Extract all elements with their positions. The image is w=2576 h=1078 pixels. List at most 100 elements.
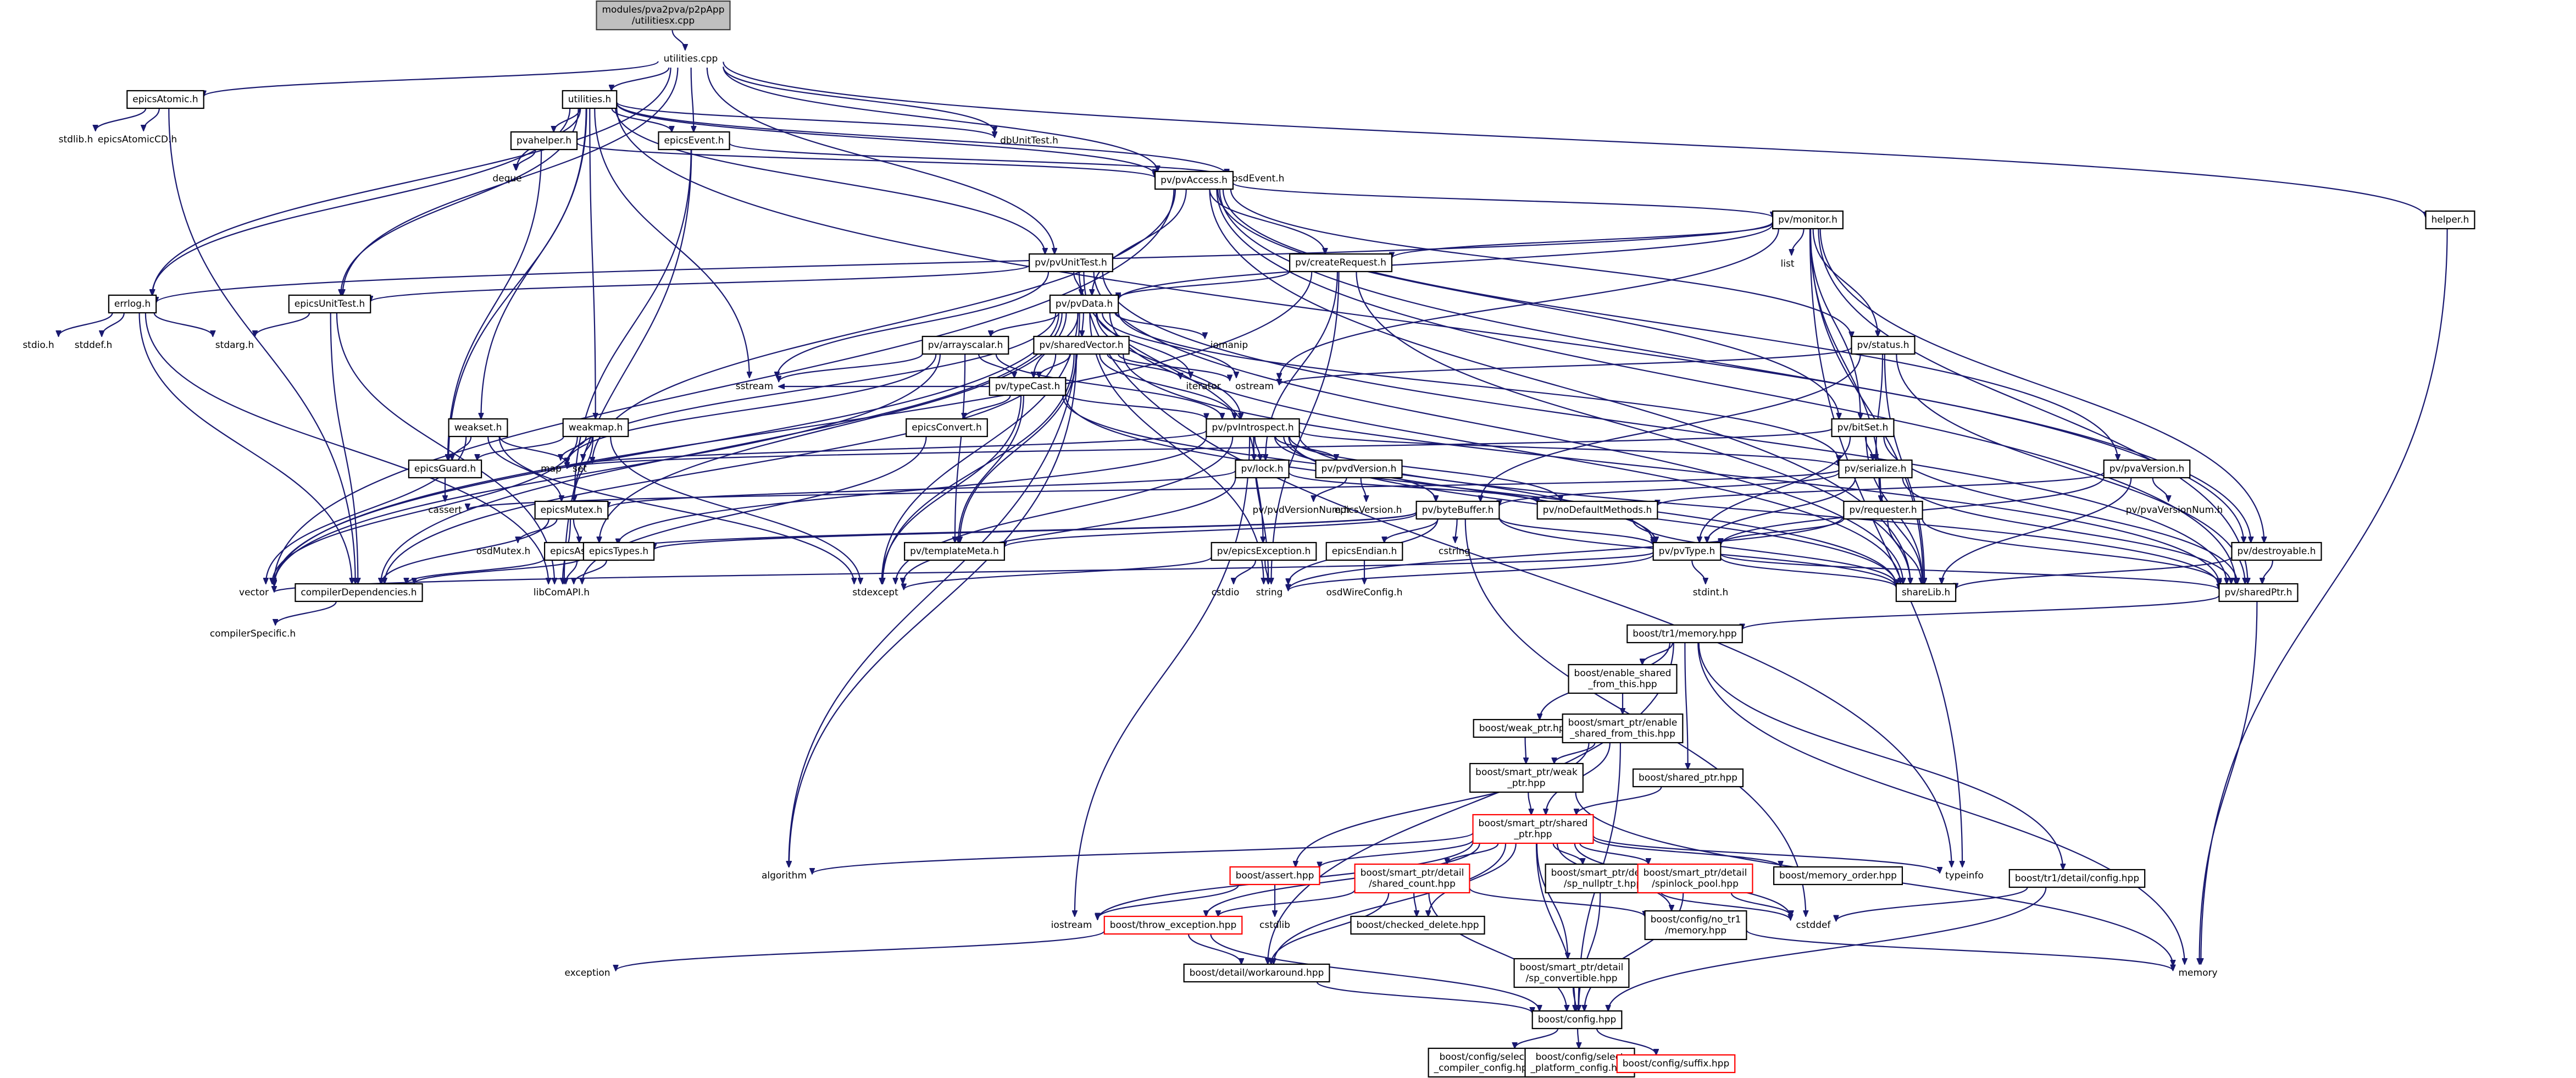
graph-node-requester[interactable]: pv/requester.h xyxy=(1843,500,1923,520)
graph-node-stdargh[interactable]: stdarg.h xyxy=(215,340,254,351)
graph-node-weakPtr[interactable]: boost/weak_ptr.hpp xyxy=(1473,718,1577,738)
graph-node-stdlibh[interactable]: stdlib.h xyxy=(59,134,93,145)
graph-node-map[interactable]: map xyxy=(541,463,562,474)
graph-node-pvahelper[interactable]: pvahelper.h xyxy=(510,131,578,151)
graph-node-iterator[interactable]: iterator xyxy=(1186,381,1220,392)
graph-node-trmemory[interactable]: boost/tr1/memory.hpp xyxy=(1626,624,1743,644)
graph-node-pvaVersionNum[interactable]: pv/pvaVersionNum.h xyxy=(2126,505,2223,516)
graph-node-vector[interactable]: vector xyxy=(239,587,269,598)
graph-node-set[interactable]: set xyxy=(573,463,587,474)
graph-node-sstream[interactable]: sstream xyxy=(736,381,773,392)
graph-node-typeCast[interactable]: pv/typeCast.h xyxy=(989,377,1067,396)
graph-node-pvaVersion[interactable]: pv/pvaVersion.h xyxy=(2103,459,2191,479)
graph-node-selectCompiler[interactable]: boost/config/select_compiler_config.hpp xyxy=(1428,1047,1540,1078)
graph-node-destroyable[interactable]: pv/destroyable.h xyxy=(2231,541,2322,561)
graph-node-enableShared[interactable]: boost/enable_shared_from_this.hpp xyxy=(1568,664,1678,694)
graph-node-utilitiesh[interactable]: utilities.h xyxy=(562,90,618,109)
graph-node-tr1config[interactable]: boost/tr1/detail/config.hpp xyxy=(2008,869,2146,888)
graph-node-dbUnitTest[interactable]: dbUnitTest.h xyxy=(1000,135,1058,146)
graph-node-osdEvent[interactable]: osdEvent.h xyxy=(1233,173,1285,184)
graph-node-list[interactable]: list xyxy=(1781,258,1795,269)
graph-node-spWeakPtr[interactable]: boost/smart_ptr/weak_ptr.hpp xyxy=(1469,762,1584,793)
graph-node-cassert[interactable]: cassert xyxy=(428,505,462,516)
graph-node-sharedPtrHpp[interactable]: boost/shared_ptr.hpp xyxy=(1632,768,1744,788)
graph-node-monitor[interactable]: pv/monitor.h xyxy=(1772,210,1844,230)
graph-node-serialize[interactable]: pv/serialize.h xyxy=(1838,459,1913,479)
graph-node-compilerDependencies[interactable]: compilerDependencies.h xyxy=(295,583,423,602)
graph-node-memory[interactable]: memory xyxy=(2178,968,2217,979)
graph-node-createRequest[interactable]: pv/createRequest.h xyxy=(1289,253,1392,273)
graph-node-helper[interactable]: helper.h xyxy=(2425,210,2475,230)
graph-node-pvIntrospect[interactable]: pv/pvIntrospect.h xyxy=(1206,418,1300,438)
graph-node-stdexcept[interactable]: stdexcept xyxy=(852,587,898,598)
graph-node-bitSet[interactable]: pv/bitSet.h xyxy=(1831,418,1895,438)
graph-node-osiMutex[interactable]: osdMutex.h xyxy=(476,546,531,557)
graph-node-spEnableShared[interactable]: boost/smart_ptr/enable_shared_from_this.… xyxy=(1562,713,1684,744)
graph-node-utilitiescpp[interactable]: utilities.cpp xyxy=(664,53,718,64)
graph-node-sharedPtr[interactable]: pv/sharedPtr.h xyxy=(2218,583,2299,602)
graph-node-epicsAtomic[interactable]: epicsAtomic.h xyxy=(126,90,204,109)
graph-node-weakset[interactable]: weakset.h xyxy=(448,418,508,438)
graph-node-pvstatus[interactable]: pv/status.h xyxy=(1851,335,1916,355)
graph-node-epicsException[interactable]: pv/epicsException.h xyxy=(1211,541,1317,561)
graph-node-exception[interactable]: exception xyxy=(564,968,610,979)
node-label: stdlib.h xyxy=(59,134,93,145)
graph-node-arrayscalar[interactable]: pv/arrayscalar.h xyxy=(921,335,1009,355)
graph-node-pvAccess[interactable]: pv/pvAccess.h xyxy=(1154,170,1234,190)
graph-node-pvUnitTest[interactable]: pv/pvUnitTest.h xyxy=(1029,253,1113,273)
graph-node-pvData[interactable]: pv/pvData.h xyxy=(1049,294,1119,314)
graph-node-byteBuffer[interactable]: pv/byteBuffer.h xyxy=(1415,500,1500,520)
graph-node-epicsEndian[interactable]: epicsEndian.h xyxy=(1325,541,1403,561)
graph-node-spinlockPool[interactable]: boost/smart_ptr/detail/spinlock_pool.hpp xyxy=(1637,863,1753,894)
graph-node-noDefaultMethods[interactable]: pv/noDefaultMethods.h xyxy=(1536,500,1658,520)
graph-node-checkedDelete[interactable]: boost/checked_delete.hpp xyxy=(1350,915,1485,935)
graph-node-iomanip[interactable]: iomanip xyxy=(1211,340,1248,351)
graph-node-epicsUnitTest[interactable]: epicsUnitTest.h xyxy=(288,294,371,314)
graph-node-boostAssert[interactable]: boost/assert.hpp xyxy=(1229,866,1320,886)
graph-node-iostream[interactable]: iostream xyxy=(1051,920,1092,931)
graph-node-epicsGuard[interactable]: epicsGuard.h xyxy=(408,459,482,479)
graph-node-spSharedPtr[interactable]: boost/smart_ptr/shared_ptr.hpp xyxy=(1472,814,1594,844)
graph-node-cstddef[interactable]: cstddef xyxy=(1796,920,1831,931)
graph-node-weakmap[interactable]: weakmap.h xyxy=(562,418,629,438)
graph-node-pvdVersionNum[interactable]: pv/pvdVersionNum.h xyxy=(1253,505,1350,516)
graph-node-epicsEvent[interactable]: epicsEvent.h xyxy=(658,131,730,151)
graph-node-sharedVector[interactable]: pv/sharedVector.h xyxy=(1033,335,1130,355)
graph-node-workaround[interactable]: boost/detail/workaround.hpp xyxy=(1183,963,1330,983)
graph-node-sharedCount[interactable]: boost/smart_ptr/detail/shared_count.hpp xyxy=(1354,863,1470,894)
graph-node-algorithm[interactable]: algorithm xyxy=(762,870,807,881)
graph-node-epicsTypes[interactable]: epicsTypes.h xyxy=(582,541,655,561)
edge-spNullptr-to-boostConfig xyxy=(1579,892,1601,1011)
graph-node-epicsMutex[interactable]: epicsMutex.h xyxy=(534,500,609,520)
graph-node-pvdVersion[interactable]: pv/pvdVersion.h xyxy=(1315,459,1403,479)
graph-node-deque[interactable]: deque xyxy=(492,173,521,184)
graph-node-pvType[interactable]: pv/pvType.h xyxy=(1652,541,1722,561)
graph-node-pvlock[interactable]: pv/lock.h xyxy=(1235,459,1290,479)
graph-node-stdioh[interactable]: stdio.h xyxy=(23,340,54,351)
graph-node-cstring[interactable]: cstring xyxy=(1439,546,1470,557)
graph-node-cstdlib[interactable]: cstdlib xyxy=(1259,920,1290,931)
graph-node-compilerSpecific[interactable]: compilerSpecific.h xyxy=(210,628,296,639)
graph-node-errlog[interactable]: errlog.h xyxy=(108,294,157,314)
graph-node-spConvertible[interactable]: boost/smart_ptr/detail/sp_convertible.hp… xyxy=(1513,958,1630,988)
graph-node-stddefh[interactable]: stddef.h xyxy=(75,340,113,351)
graph-node-ostream[interactable]: ostream xyxy=(1235,381,1274,392)
graph-node-libComAPI[interactable]: libComAPI.h xyxy=(534,587,590,598)
graph-node-osdWireConfig[interactable]: osdWireConfig.h xyxy=(1326,587,1402,598)
graph-node-string[interactable]: string xyxy=(1256,587,1283,598)
graph-node-templateMeta[interactable]: pv/templateMeta.h xyxy=(904,541,1005,561)
graph-node-epicsVersion[interactable]: epicsVersion.h xyxy=(1335,505,1402,516)
graph-node-sharedLib[interactable]: shareLib.h xyxy=(1895,583,1957,602)
graph-node-boostConfig[interactable]: boost/config.hpp xyxy=(1531,1010,1623,1030)
graph-node-memoryOrder[interactable]: boost/memory_order.hpp xyxy=(1773,866,1903,886)
graph-node-noTr1Memory[interactable]: boost/config/no_tr1/memory.hpp xyxy=(1644,910,1747,941)
graph-node-typeinfo[interactable]: typeinfo xyxy=(1945,870,1984,881)
graph-node-throwException[interactable]: boost/throw_exception.hpp xyxy=(1103,915,1243,935)
graph-node-stdinth[interactable]: stdint.h xyxy=(1693,587,1729,598)
graph-node-root[interactable]: modules/pva2pva/p2pApp/utilitiesx.cpp xyxy=(596,0,731,31)
graph-node-selectPlatform[interactable]: boost/config/select_platform_config.hpp xyxy=(1524,1047,1635,1078)
graph-node-epicsConvert[interactable]: epicsConvert.h xyxy=(906,418,988,438)
graph-node-cstdio[interactable]: cstdio xyxy=(1212,587,1240,598)
graph-node-epicsAtomicCD[interactable]: epicsAtomicCD.h xyxy=(98,134,177,145)
graph-node-suffix[interactable]: boost/config/suffix.hpp xyxy=(1616,1054,1736,1074)
